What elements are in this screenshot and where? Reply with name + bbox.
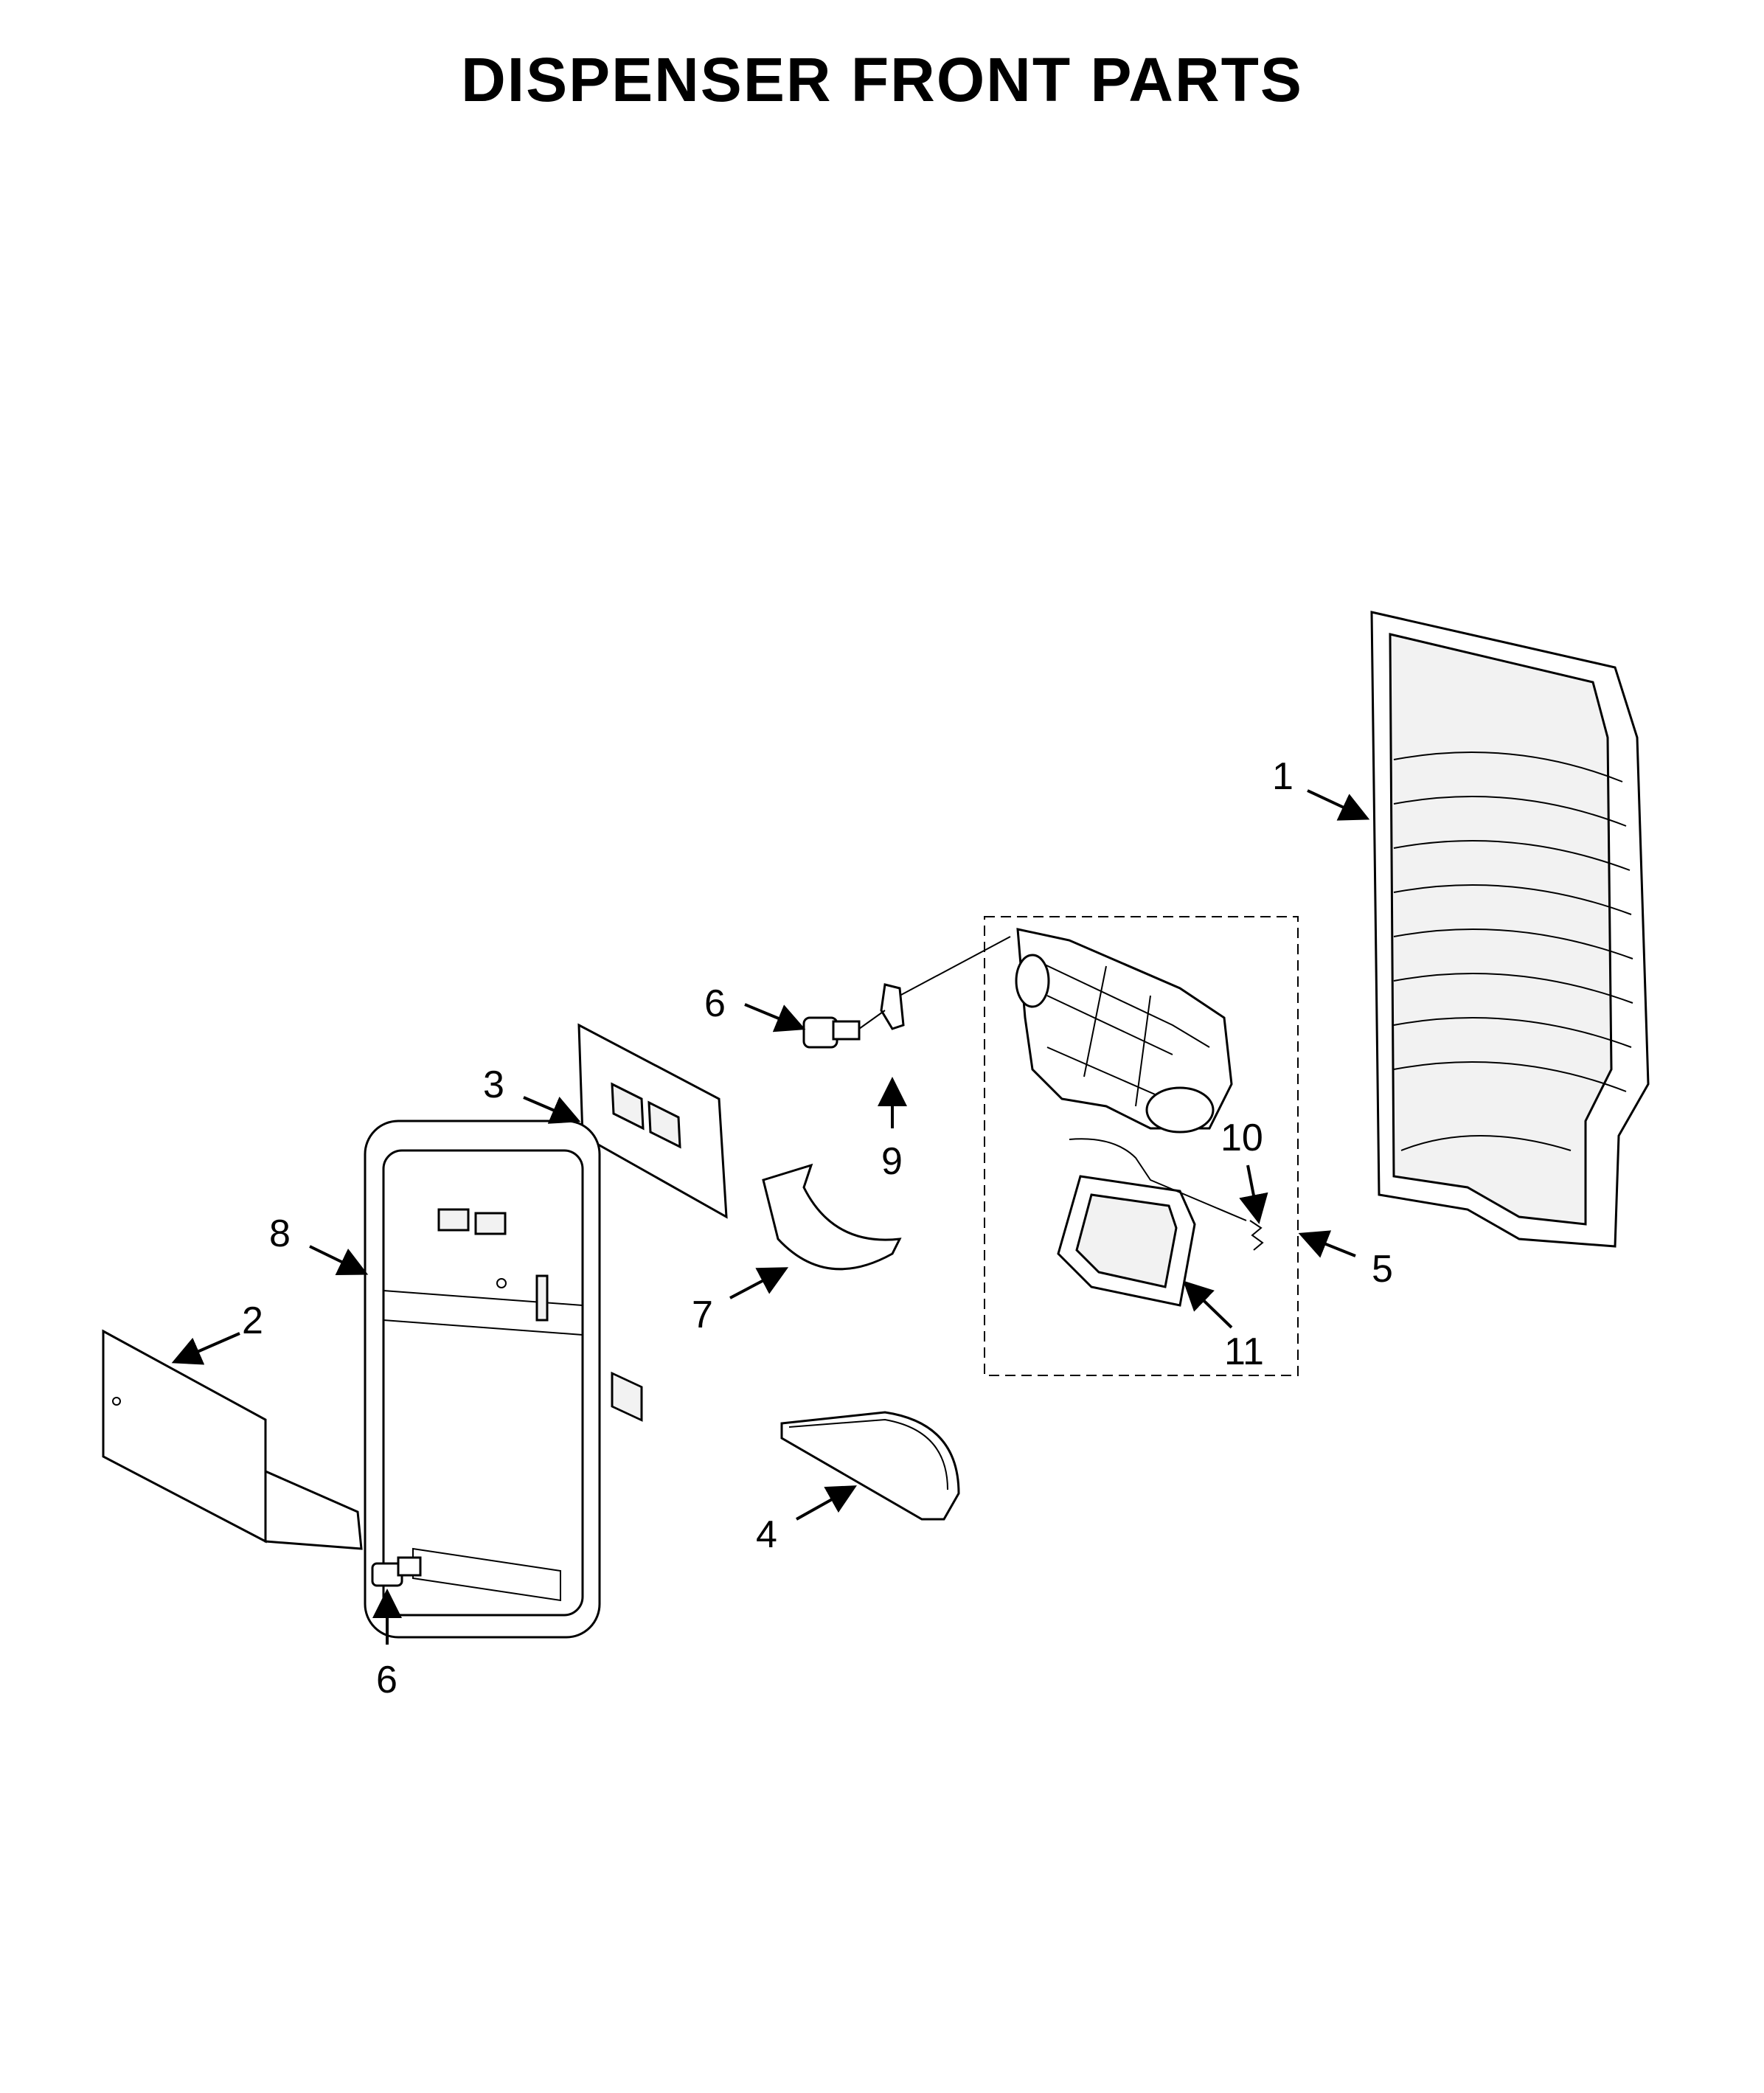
page-title: DISPENSER FRONT PARTS	[461, 45, 1303, 114]
callout-6-upper: 6	[704, 982, 726, 1025]
part-10-spring	[1249, 1220, 1264, 1251]
part-8-front-frame	[364, 1120, 601, 1639]
callout-3: 3	[483, 1063, 504, 1106]
callout-9: 9	[881, 1140, 903, 1183]
part-11-ice-paddle	[1057, 1138, 1247, 1307]
callout-5: 5	[1372, 1248, 1393, 1291]
part-5-assembly-box	[984, 916, 1299, 1376]
ice-door-actuator	[1015, 928, 1233, 1134]
callout-2: 2	[242, 1299, 263, 1342]
callout-arrows	[171, 789, 1370, 1645]
callout-4: 4	[756, 1513, 777, 1556]
part-1-housing	[1370, 611, 1650, 1248]
callout-10: 10	[1220, 1117, 1263, 1159]
callout-6-lower: 6	[376, 1659, 397, 1701]
part-4-drip-tray	[780, 1411, 960, 1521]
part-6-screw-upper	[802, 1016, 861, 1049]
part-7-bezel-trim	[762, 1163, 902, 1271]
part-3-control-board	[577, 1023, 728, 1422]
part-2-panel	[102, 1329, 363, 1550]
callout-8: 8	[269, 1212, 291, 1255]
callout-11: 11	[1224, 1330, 1264, 1373]
callout-7: 7	[692, 1294, 713, 1336]
part-6-screw-lower	[371, 1556, 422, 1587]
callout-1: 1	[1272, 755, 1294, 798]
part-9-clip	[880, 983, 905, 1030]
